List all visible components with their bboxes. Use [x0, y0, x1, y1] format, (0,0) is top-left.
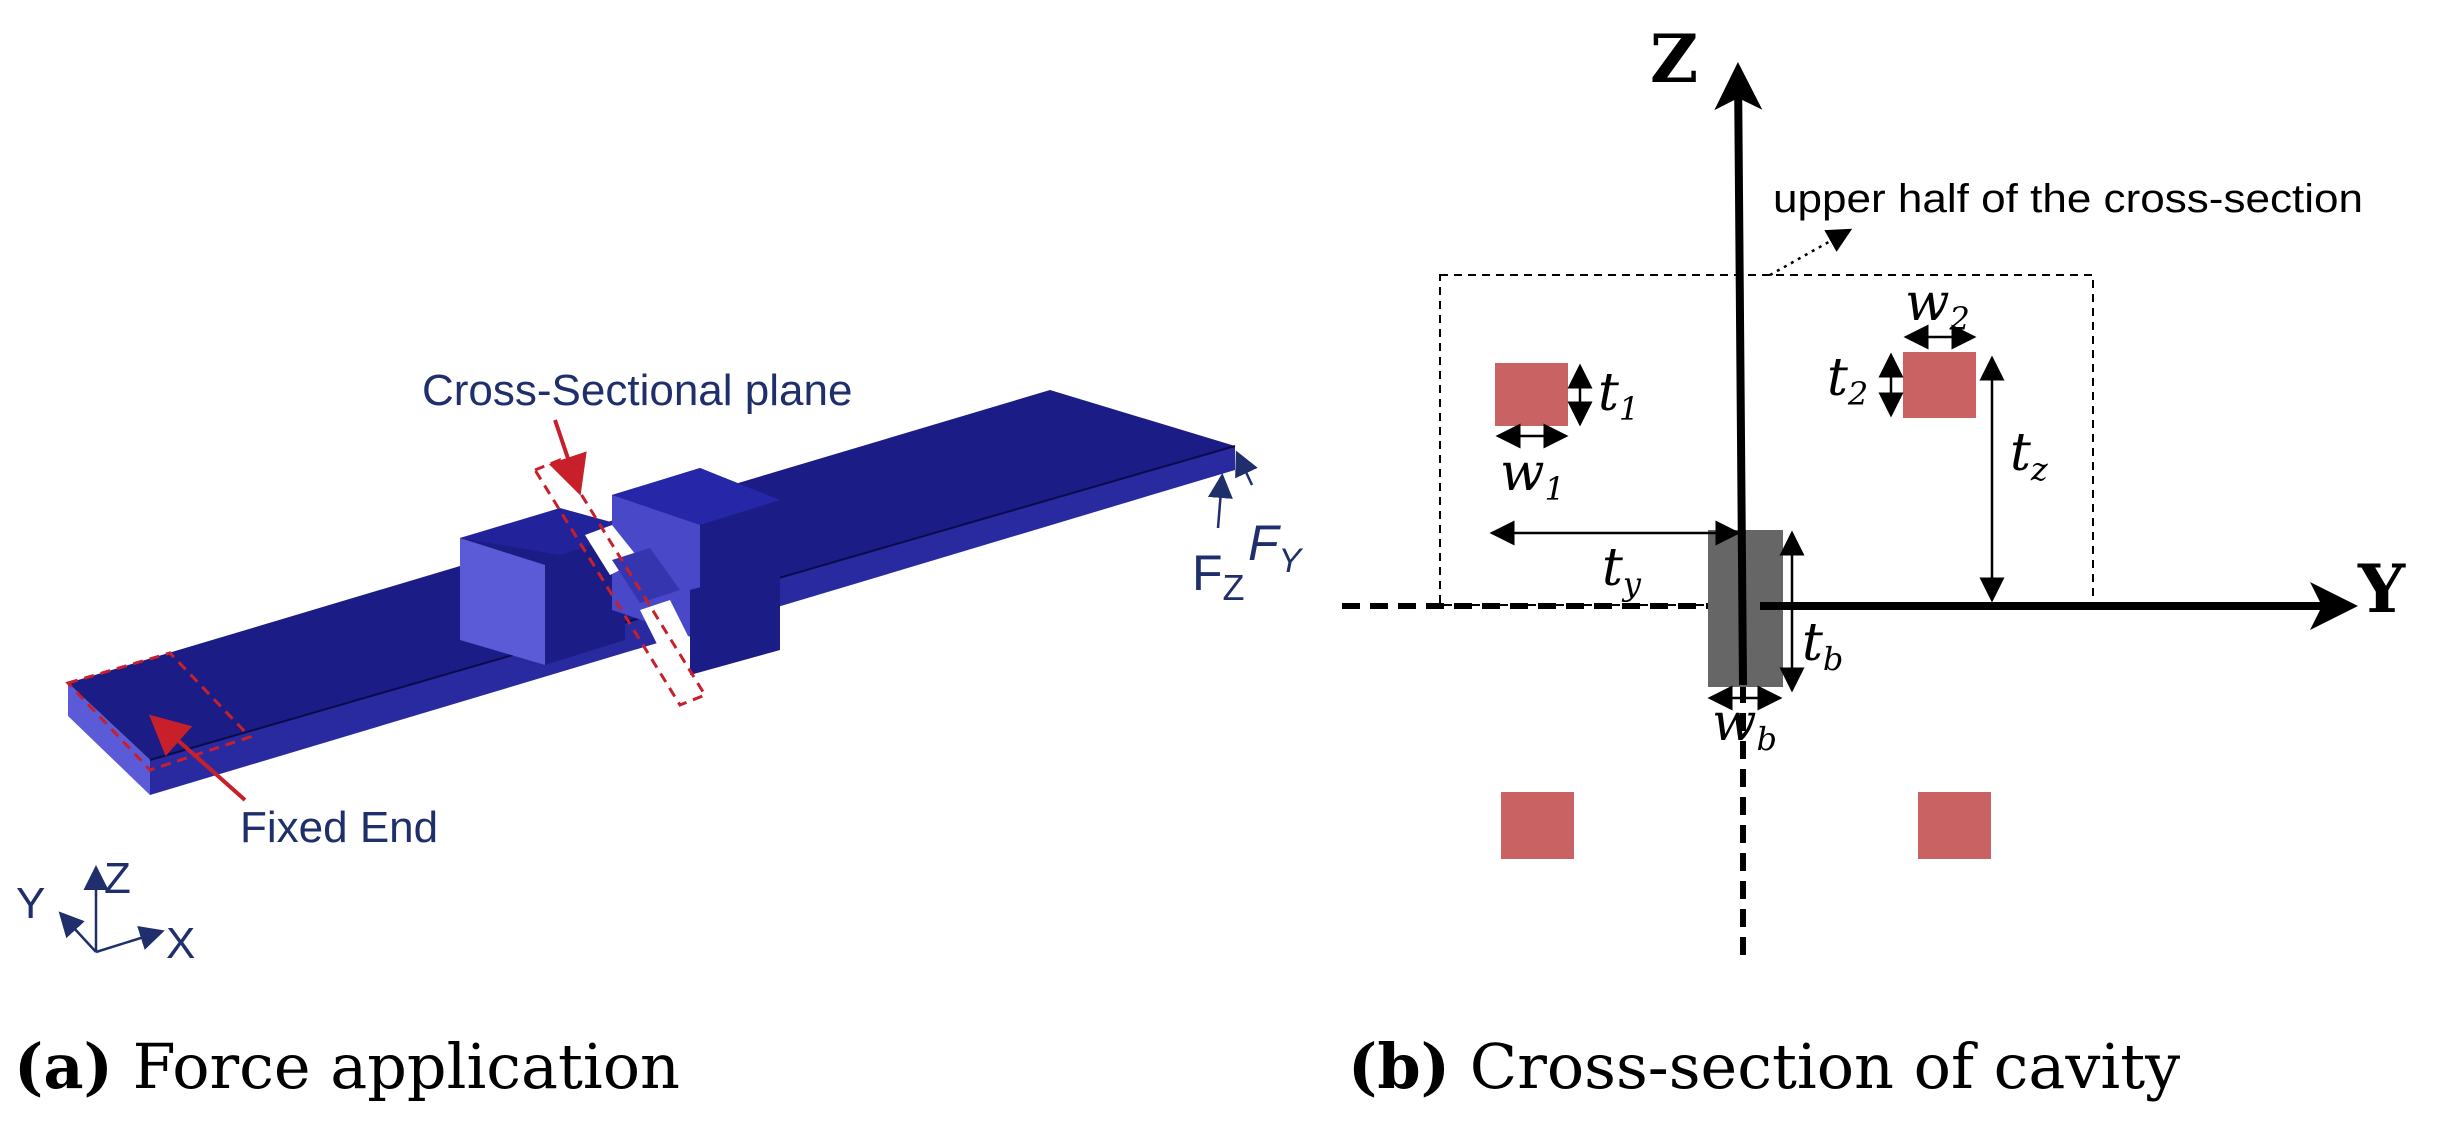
caption-b-text: Cross-section of cavity	[1469, 1030, 2181, 1103]
z-axis	[1714, 62, 1763, 686]
t2-label: t2	[1827, 348, 1868, 413]
force-application-figure: Cross-Sectional plane Fixed End FZ FY Y …	[16, 366, 1304, 968]
force-y-label: FY	[1248, 515, 1304, 580]
cavity-upper-left	[1495, 363, 1568, 426]
dimension-arrows	[1489, 228, 2005, 711]
fixed-end-marker	[65, 651, 253, 772]
z-axis-label: Z	[1650, 20, 1698, 98]
fixed-end-label: Fixed End	[240, 803, 438, 852]
triad-y-label: Y	[16, 879, 45, 928]
upper-half-pointer	[1769, 228, 1853, 277]
panel-cross-section: Z Y upper half of the cross-section t1 w…	[1340, 0, 2451, 1134]
force-y-arrow	[1235, 450, 1258, 486]
tz-label: tz	[2010, 423, 2049, 488]
ty-label: ty	[1602, 538, 1642, 603]
cavity-upper-right	[1903, 352, 1976, 418]
wb-label: wb	[1712, 693, 1777, 758]
caption-a-text: Force application	[132, 1030, 680, 1103]
cavity-lower-left	[1501, 792, 1574, 859]
triad-x-label: X	[166, 919, 195, 968]
w1-label: w1	[1500, 443, 1565, 508]
cross-section-label: Cross-Sectional plane	[422, 366, 852, 415]
caption-b: (b) Cross-section of cavity	[1348, 1030, 2180, 1103]
axis-triad: Y Z X	[16, 854, 195, 968]
tb-label: tb	[1802, 613, 1843, 678]
t1-label: t1	[1598, 363, 1639, 428]
panel-force-application: Cross-Sectional plane Fixed End FZ FY Y …	[14, 366, 1304, 1103]
cavity-lower-right	[1918, 792, 1991, 859]
caption-a: (a) Force application	[14, 1030, 680, 1103]
center-block	[460, 468, 780, 675]
triad-z-label: Z	[104, 854, 131, 903]
cross-section-arrow	[548, 419, 587, 496]
caption-a-tag: (a)	[14, 1030, 113, 1103]
upper-half-label: upper half of the cross-section	[1773, 177, 2363, 221]
caption-b-tag: (b)	[1348, 1030, 1451, 1103]
cross-section-figure: Z Y upper half of the cross-section t1 w…	[1342, 20, 2406, 962]
fixed-end-arrow	[149, 714, 247, 802]
w2-label: w2	[1905, 273, 1970, 338]
force-z-arrow	[1207, 473, 1233, 529]
y-axis-label: Y	[2357, 550, 2406, 628]
dimension-labels: t1 w1 t2 w2 tz ty tb wb	[1500, 273, 2049, 758]
force-z-label: FZ	[1192, 545, 1245, 608]
